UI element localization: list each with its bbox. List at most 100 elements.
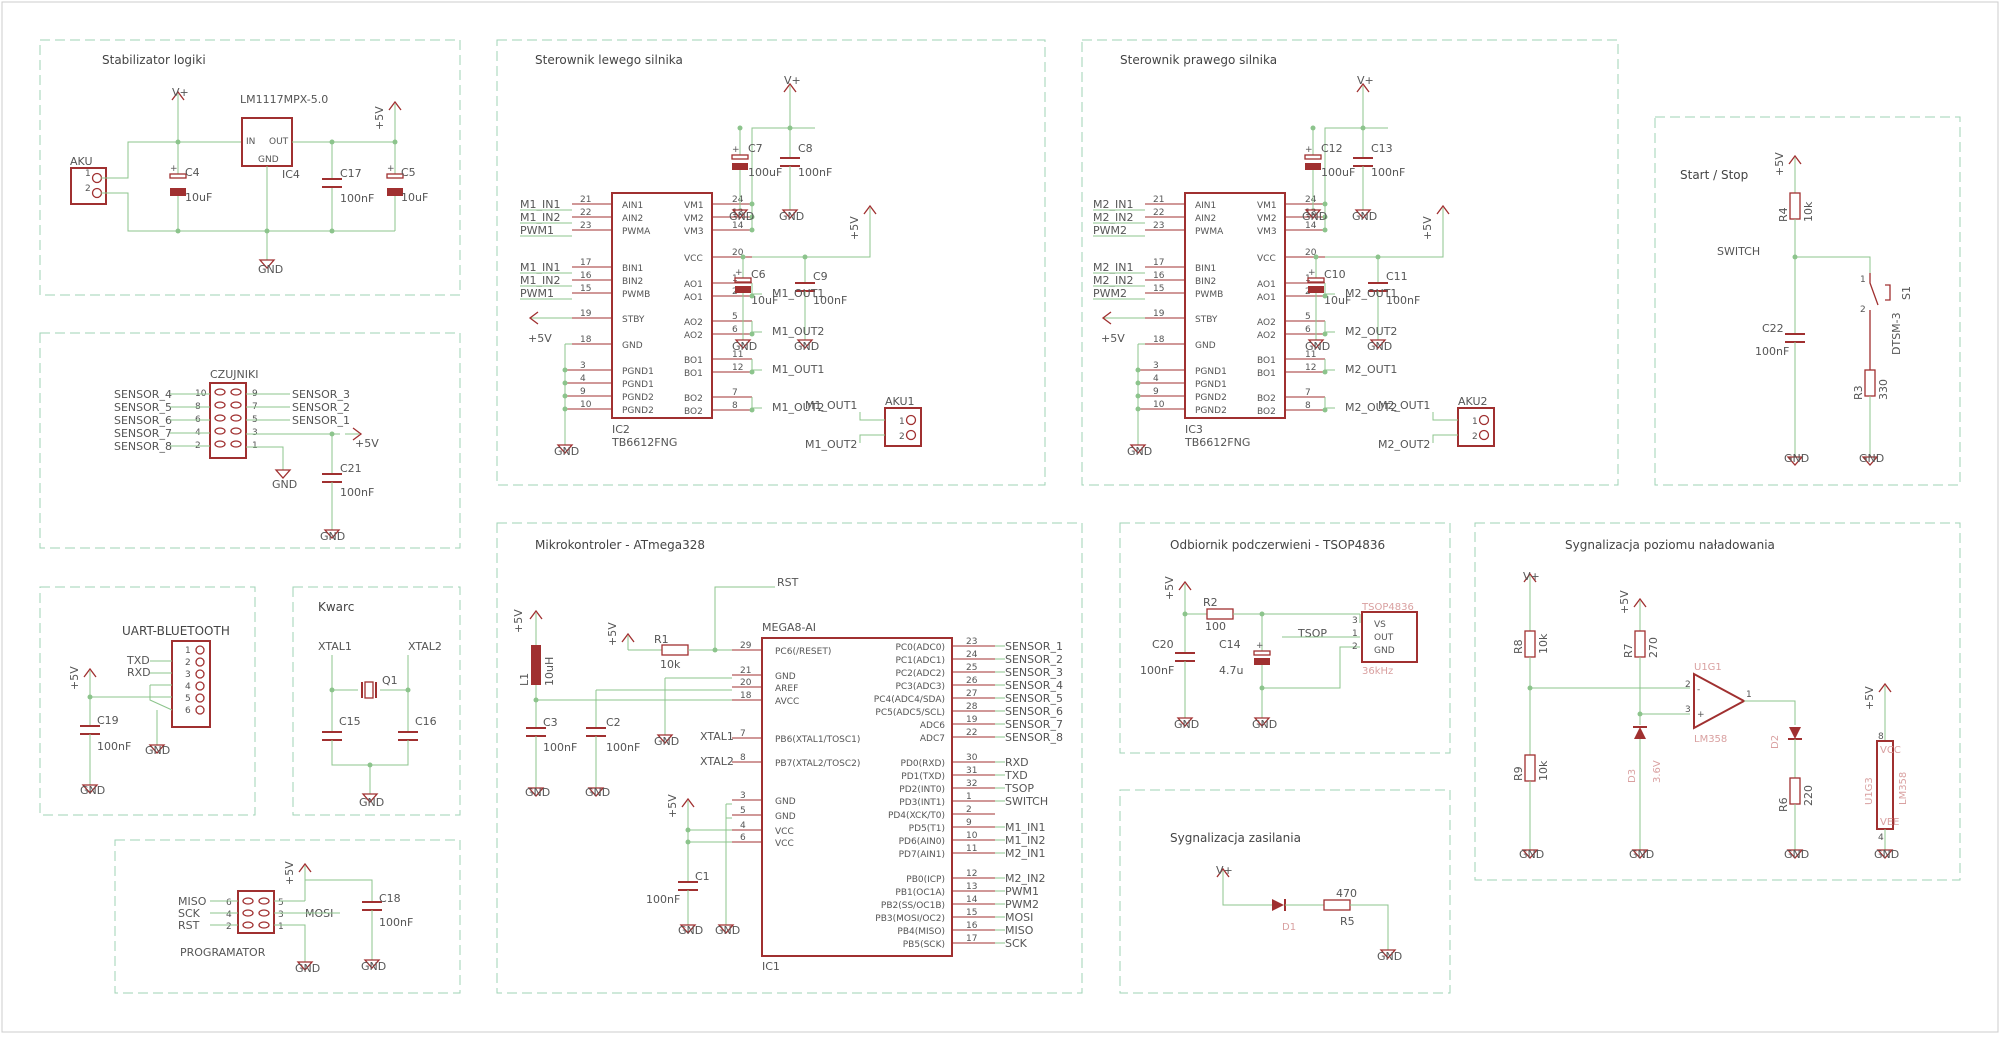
- mcu-net-label: SENSOR_8: [1005, 731, 1063, 744]
- mcu-pin-right: 26: [966, 676, 978, 686]
- d3-label: D3: [1627, 769, 1638, 783]
- driver-pin-name-right: AO1: [1257, 293, 1276, 303]
- switch-net: SWITCH: [1717, 245, 1760, 258]
- gnd-sensors-2: GND: [320, 530, 345, 543]
- driver-output-net: M1_OUT1: [772, 363, 824, 376]
- title-ir-receiver: Odbiornik podczerwieni - TSOP4836: [1170, 538, 1385, 552]
- c18-label: C18: [379, 892, 401, 905]
- mcu-pin-right: 22: [966, 728, 977, 738]
- prog-sck: SCK: [178, 907, 201, 920]
- ir-receiver-circuit: +5V R2 100 C20 100nF GND + C14 4.7u GND …: [1140, 576, 1418, 731]
- c2-value: 100nF: [606, 741, 640, 754]
- r8-label: R8: [1512, 639, 1525, 654]
- driver-pgnd-pin: 3: [1153, 361, 1159, 371]
- sensor-net-right: SENSOR_2: [292, 401, 350, 414]
- driver-pin-in: 15: [1153, 284, 1164, 294]
- mcu-pin-name-left: GND: [775, 672, 796, 682]
- l1-inductor: [531, 645, 541, 685]
- driver-ic-label: IC3: [1185, 423, 1203, 436]
- tsop-ic: [1361, 611, 1418, 663]
- p5v-ir: +5V: [1163, 576, 1176, 600]
- mcu-net-label: PWM2: [1005, 898, 1039, 911]
- mcu-pin-name-right: PD6(AIN0): [899, 837, 945, 847]
- c5-polarity: +: [387, 164, 395, 174]
- mcu-ic: [761, 637, 953, 957]
- driver-pgnd-pin: 3: [580, 361, 586, 371]
- mcu-pin-name-right: PB5(SCK): [903, 940, 945, 950]
- frame-start-stop: [1654, 116, 1961, 486]
- driver-pin-name: PWMA: [622, 227, 651, 237]
- mcu-pin-name-right: PB3(MOSI/OC2): [875, 914, 945, 924]
- driver-pin-name-right: VCC: [684, 254, 703, 264]
- r8-value: 10k: [1537, 633, 1550, 654]
- mcu-pin-right: 2: [966, 805, 972, 815]
- mcu-net-label: PWM1: [1005, 885, 1039, 898]
- mcu-net-label: M1_IN2: [1005, 834, 1045, 847]
- driver-pgnd-pin: 9: [580, 387, 586, 397]
- driver-gnd-c-small: GND: [779, 210, 804, 223]
- mcu-pin-right: 19: [966, 715, 978, 725]
- driver-pgnd-pin: 4: [1153, 374, 1159, 384]
- driver-pin-name-right: AO1: [684, 280, 703, 290]
- driver-pin-out: 2: [732, 287, 738, 297]
- mcu-pin-name-left: GND: [775, 812, 796, 822]
- mcu-pin-name-right: PC1(ADC1): [895, 656, 945, 666]
- driver-pin-name-right: AO1: [1257, 280, 1276, 290]
- mcu-net-label: MISO: [1005, 924, 1034, 937]
- opamp-plus: +: [1697, 710, 1705, 720]
- driver-pin-in: 22: [1153, 208, 1164, 218]
- mcu-xtal2-net: XTAL2: [700, 755, 734, 768]
- mcu-net-label: RXD: [1005, 756, 1029, 769]
- driver-pgnd-name: PGND2: [622, 406, 654, 416]
- mcu-pin-left: 18: [740, 691, 752, 701]
- driver-pgnd-name: PGND2: [1195, 393, 1227, 403]
- gnd-programmer-1: GND: [361, 960, 386, 973]
- driver-gnd-left: GND: [1127, 445, 1152, 458]
- r6-resistor: [1789, 777, 1801, 805]
- crystal-xtal1: XTAL1: [318, 640, 352, 653]
- r2-label: R2: [1203, 596, 1218, 609]
- battery-level-circuit: V+ R8 10k R9 10k GND +5V R7 270 D3 3.6V …: [1512, 570, 1909, 861]
- mcu-pin-right: 16: [966, 921, 978, 931]
- r4-label: R4: [1777, 207, 1790, 222]
- sensor-net-right: SENSOR_1: [292, 414, 350, 427]
- c3-value: 100nF: [543, 741, 577, 754]
- gnd-sensors-1: GND: [272, 478, 297, 491]
- prog-rst: RST: [178, 919, 200, 932]
- driver-gnd-pin: 18: [1153, 335, 1165, 345]
- tsop-type: TSOP4836: [1361, 602, 1414, 613]
- driver-gnd-name: GND: [1195, 341, 1216, 351]
- c22-value: 100nF: [1755, 345, 1789, 358]
- driver-output-net: M1_OUT1: [772, 287, 824, 300]
- c14-value: 4.7u: [1219, 664, 1243, 677]
- driver-pin-name: BIN2: [622, 277, 643, 287]
- mcu-pin-name-left: PB7(XTAL2/TOSC2): [775, 759, 860, 769]
- p5v-programmer: +5V: [283, 861, 296, 885]
- mcu-pin-name-right: PD5(T1): [909, 824, 945, 834]
- driver-gnd-name: GND: [622, 341, 643, 351]
- driver-aku-net2: M1_OUT2: [805, 438, 857, 451]
- opamp-label: U1G1: [1694, 662, 1722, 673]
- gnd-uart-2: GND: [145, 744, 170, 757]
- mcu-pin-name-right: PD7(AIN1): [899, 850, 945, 860]
- driver-ic-type: TB6612FNG: [611, 436, 677, 449]
- title-mcu: Mikrokontroler - ATmega328: [535, 538, 705, 552]
- frame-mcu: [496, 522, 1083, 994]
- gnd-power: GND: [1377, 950, 1402, 963]
- mcu-pin-name-left: VCC: [775, 839, 794, 849]
- c21-value: 100nF: [340, 486, 374, 499]
- driver-input-net: PWM2: [1093, 224, 1127, 237]
- mcu-pin-right: 28: [966, 702, 978, 712]
- driver-gnd-left: GND: [554, 445, 579, 458]
- tsop-vs-pin: VS: [1374, 620, 1386, 630]
- r7-resistor: [1634, 630, 1646, 658]
- driver-pin-in: 21: [580, 195, 591, 205]
- driver-pgnd-pin: 4: [580, 374, 586, 384]
- frame-crystal: [292, 586, 461, 816]
- driver-pin-name: BIN1: [1195, 264, 1216, 274]
- regulator-type: LM1117MPX-5.0: [240, 93, 328, 106]
- tsop-frequency: 36kHz: [1362, 666, 1393, 677]
- driver-pin-name: PWMB: [622, 290, 650, 300]
- driver-vplus: V+: [784, 74, 801, 87]
- left-motor-driver: IC2TB6612FNG21AIN1M1_IN122AIN2M1_IN223PW…: [520, 74, 922, 458]
